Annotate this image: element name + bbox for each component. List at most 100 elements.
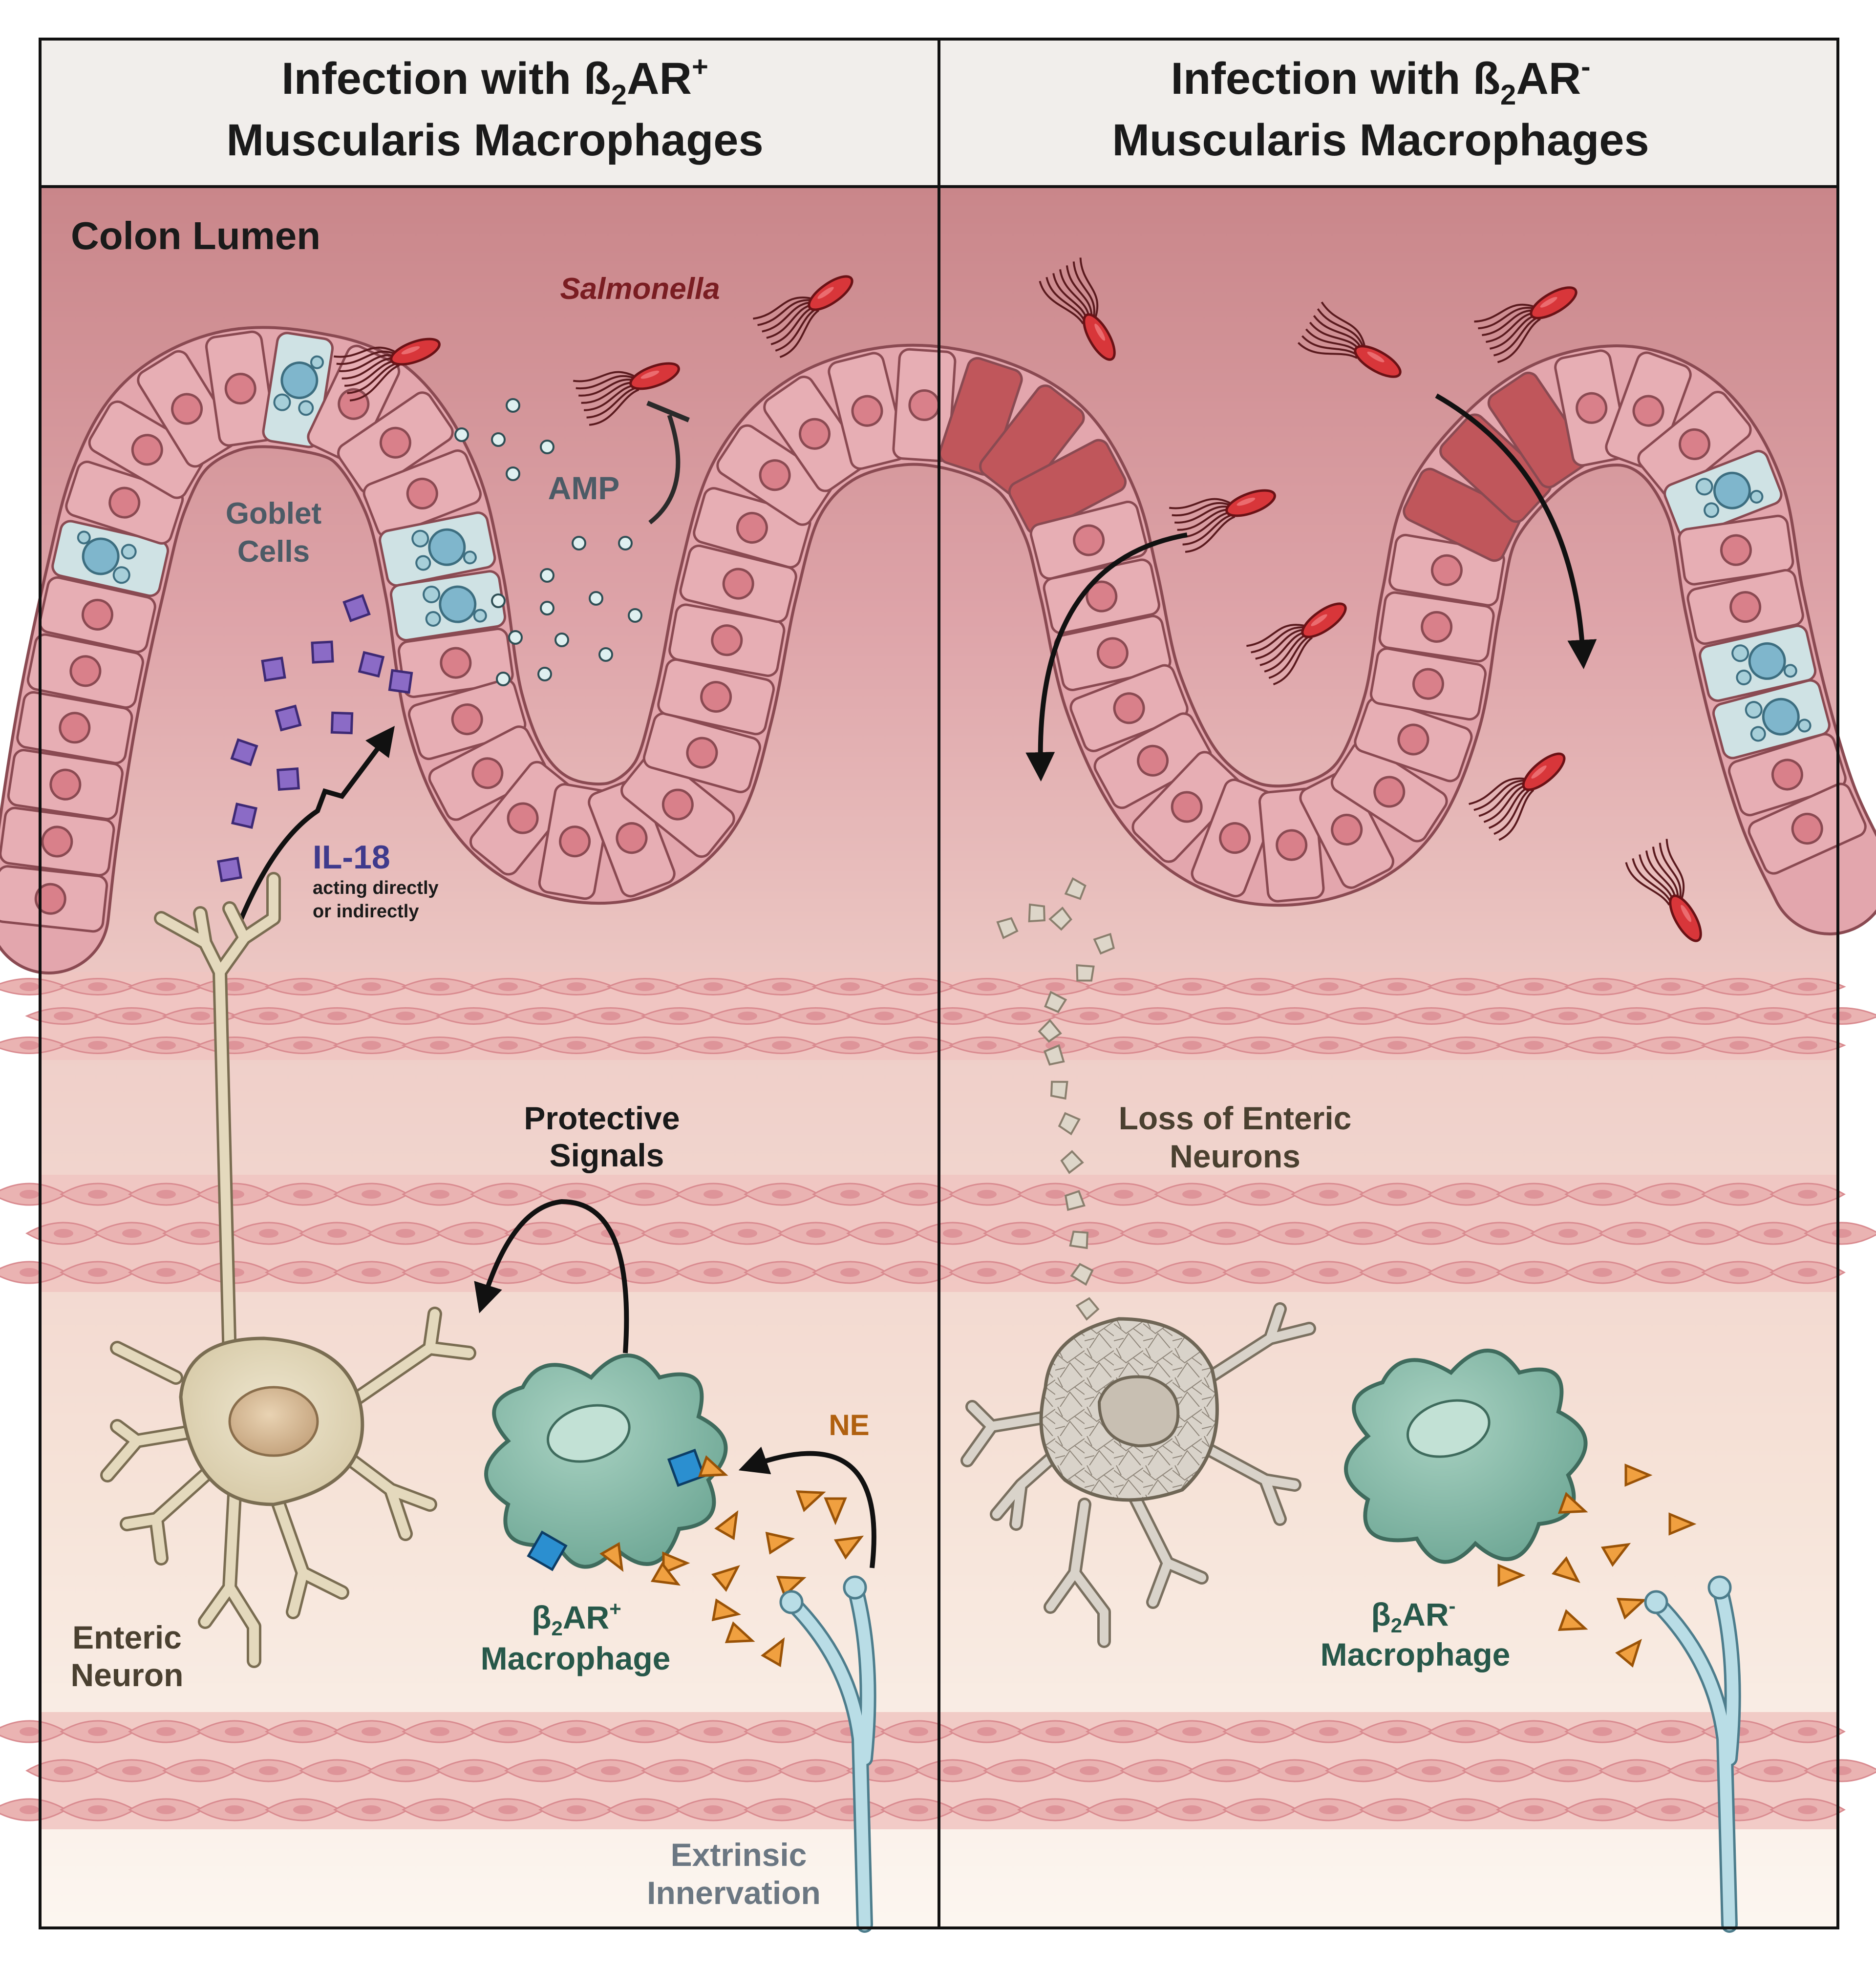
muscle-nucleus xyxy=(567,1190,586,1199)
cell-nucleus xyxy=(1276,829,1308,861)
flagellum xyxy=(1632,858,1673,905)
muscle-nucleus xyxy=(362,1268,381,1277)
muscle-nucleus xyxy=(635,1727,655,1736)
muscle-nucleus xyxy=(225,1041,244,1050)
epithelial-cell xyxy=(39,576,156,653)
flagellum xyxy=(1482,309,1535,337)
muscle-band xyxy=(0,972,1876,1060)
ne-molecule xyxy=(765,1531,795,1555)
muscle-nucleus xyxy=(1524,1805,1544,1814)
muscle-nucleus xyxy=(1661,982,1681,991)
extrinsic-innervation-line2: Innervation xyxy=(647,1875,821,1911)
ne-molecule xyxy=(1615,1639,1642,1668)
muscle-nucleus xyxy=(1251,982,1270,991)
muscle-nucleus xyxy=(396,1229,415,1238)
muscle-nucleus xyxy=(1593,1268,1612,1277)
b2ar-receptor xyxy=(527,1530,568,1571)
epithelial-cell xyxy=(379,511,496,587)
muscle-nucleus xyxy=(1319,1268,1339,1277)
cell-nucleus xyxy=(1791,812,1823,845)
salmonella-bacterium xyxy=(1469,752,1566,841)
muscle-nucleus xyxy=(1593,1041,1612,1050)
b2ar-negative-macrophage xyxy=(1344,1349,1588,1564)
muscle-nucleus xyxy=(977,1727,997,1736)
cell-nucleus xyxy=(1113,692,1145,724)
muscle-nucleus xyxy=(1216,1229,1236,1238)
invasion-arrow-right xyxy=(1435,393,1597,669)
salmonella-label: Salmonella xyxy=(560,272,720,306)
muscle-nucleus xyxy=(293,1727,313,1736)
muscle-nucleus xyxy=(840,982,860,991)
flagellum xyxy=(1045,277,1087,323)
muscle-nucleus xyxy=(1832,1766,1852,1775)
flagellum xyxy=(1478,307,1535,330)
il18-molecule xyxy=(216,856,243,883)
invasion-arrow-left xyxy=(1025,532,1188,782)
cell-nucleus xyxy=(1086,580,1118,613)
bacterium-highlight xyxy=(817,287,834,299)
il18-molecule xyxy=(230,738,258,766)
flagellum xyxy=(1313,315,1363,350)
epithelial-cell xyxy=(428,725,547,821)
muscle-nucleus xyxy=(1114,982,1133,991)
muscle-nucleus xyxy=(909,1190,928,1199)
flagellum xyxy=(1079,257,1099,317)
epithelial-cell xyxy=(337,391,454,494)
goblet-granule xyxy=(423,585,441,603)
epithelial-cell xyxy=(1403,467,1522,562)
goblet-granule xyxy=(1695,478,1713,496)
neuron-fragment xyxy=(1070,1263,1094,1286)
cell-nucleus xyxy=(131,434,163,466)
muscle-nucleus xyxy=(1832,1229,1852,1238)
cell-nucleus xyxy=(736,511,768,544)
goblet-cells-label-line1: Goblet xyxy=(226,497,321,530)
il18-signal-arrow xyxy=(237,726,395,924)
epithelial-cell xyxy=(1191,778,1279,898)
muscle-nucleus xyxy=(533,1229,552,1238)
il18-molecule xyxy=(358,651,385,678)
muscle-nucleus xyxy=(635,1268,655,1277)
cell-nucleus xyxy=(507,802,539,834)
muscle-nucleus xyxy=(1319,1041,1339,1050)
muscle-nucleus xyxy=(1593,1805,1612,1814)
ne-label: NE xyxy=(829,1409,869,1441)
muscle-nucleus xyxy=(293,1805,313,1814)
epithelial-cell xyxy=(588,779,676,898)
muscle-nucleus xyxy=(704,1805,723,1814)
goblet-granule xyxy=(1762,698,1800,736)
epithelial-cell xyxy=(1699,624,1817,702)
protective-signals-line2: Signals xyxy=(550,1137,664,1173)
epithelial-cell xyxy=(1054,614,1172,691)
muscle-nucleus xyxy=(191,1012,210,1020)
muscle-nucleus xyxy=(191,1766,210,1775)
muscle-nucleus xyxy=(156,982,176,991)
epithelial-cell xyxy=(26,633,144,709)
muscle-nucleus xyxy=(1319,982,1339,991)
muscle-nucleus xyxy=(943,1012,962,1020)
bacterium-body xyxy=(1669,894,1702,942)
muscle-nucleus xyxy=(1729,1268,1749,1277)
muscle-nucleus xyxy=(293,1041,313,1050)
muscle-nucleus xyxy=(1524,1041,1544,1050)
il18-molecule xyxy=(261,656,286,682)
epithelial-cell xyxy=(1605,351,1692,470)
amp-particle xyxy=(506,398,520,413)
muscle-nucleus xyxy=(54,1229,73,1238)
muscle-nucleus xyxy=(1251,1727,1270,1736)
goblet-granule xyxy=(82,537,120,575)
enterocyte xyxy=(1403,467,1522,562)
muscle-nucleus xyxy=(430,1190,449,1199)
muscle-nucleus xyxy=(20,1805,39,1814)
muscle-nucleus xyxy=(1216,1012,1236,1020)
epithelial-cell xyxy=(16,691,133,764)
ne-molecule xyxy=(1557,1492,1588,1514)
flagellum xyxy=(775,307,818,352)
bacterium-highlight xyxy=(1094,323,1106,341)
amp-particle xyxy=(572,536,586,550)
muscle-nucleus xyxy=(1798,1727,1817,1736)
muscle-nucleus xyxy=(704,1041,723,1050)
neuron-nucleus xyxy=(228,1386,319,1457)
neuron-fragment xyxy=(1064,877,1087,900)
cell-nucleus xyxy=(171,393,203,425)
